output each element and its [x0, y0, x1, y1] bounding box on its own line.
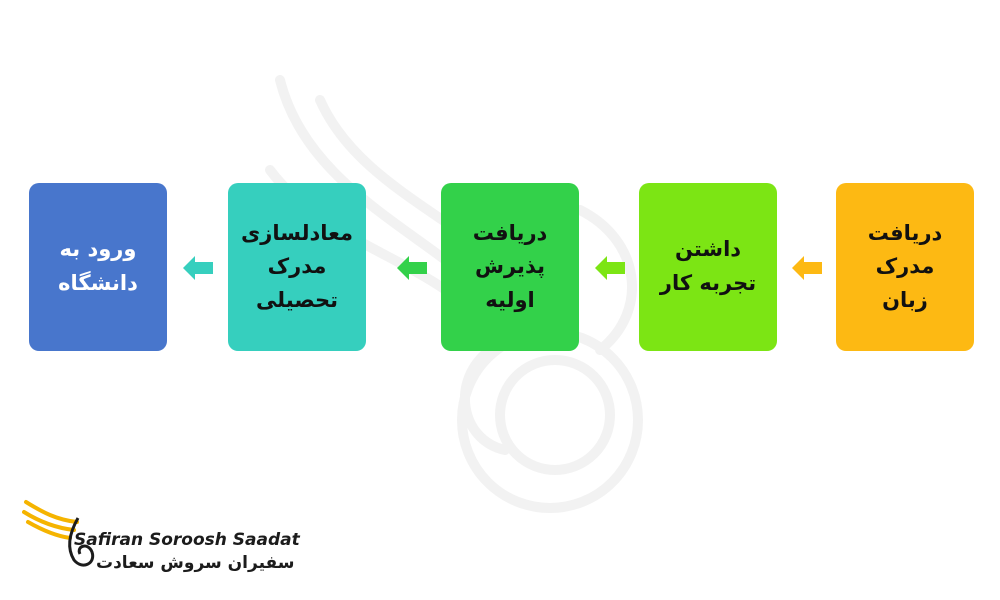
logo-name-persian: سفیران سروش سعادت [96, 553, 295, 573]
logo-wing-emblem [22, 500, 95, 567]
arrow-left-icon [397, 256, 427, 280]
arrow-left-icon [183, 256, 213, 280]
step-box-initial-admission: دریافت پذیرش اولیه [441, 183, 579, 351]
step-label-language-certificate: دریافت مدرک زبان [867, 220, 943, 312]
step-label-university-entry: ورود به دانشگاه [58, 237, 138, 295]
step-box-language-certificate: دریافت مدرک زبان [836, 183, 974, 351]
logo-name-english: Safiran Soroosh Saadat [74, 530, 300, 550]
arrow-left-icon [792, 256, 822, 280]
step-label-work-experience: داشتن تجربه کار [659, 237, 757, 295]
step-box-degree-equivalence: معادلسازی مدرک تحصیلی [228, 183, 366, 351]
step-box-university-entry: ورود به دانشگاه [29, 183, 167, 351]
step-label-initial-admission: دریافت پذیرش اولیه [472, 220, 548, 312]
step-label-degree-equivalence: معادلسازی مدرک تحصیلی [241, 220, 353, 312]
step-box-work-experience: داشتن تجربه کار [639, 183, 777, 351]
arrow-left-icon [595, 256, 625, 280]
